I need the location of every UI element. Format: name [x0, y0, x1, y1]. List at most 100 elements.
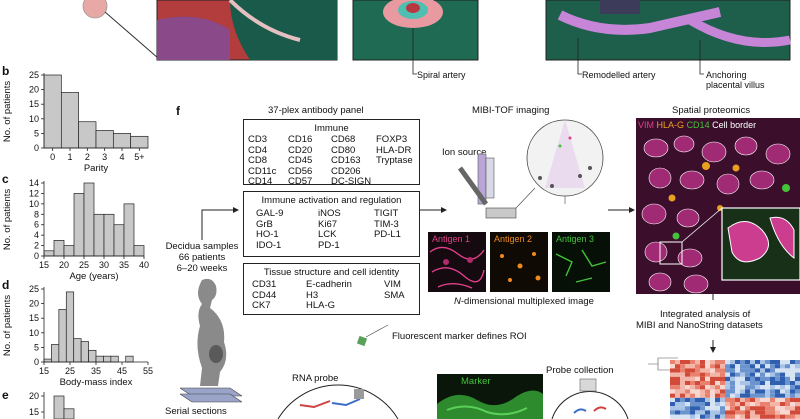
heatmap-cell	[685, 376, 690, 381]
antigen-1-label: Antigen 1	[432, 234, 471, 244]
heatmap-cell	[770, 364, 775, 369]
heatmap-cell	[745, 406, 750, 411]
heatmap-cell	[750, 410, 755, 415]
heatmap-cell	[750, 372, 755, 377]
heatmap-cell	[690, 368, 695, 373]
legend-vim: VIM	[638, 120, 655, 130]
panel-letter-e: e	[2, 388, 9, 402]
legend-cd14: CD14	[686, 120, 710, 130]
heatmap-cell	[735, 364, 740, 369]
x-tick-label: 55	[143, 366, 153, 376]
panel-letter-d: d	[2, 278, 10, 292]
heatmap-cell	[790, 360, 795, 365]
heatmap-cell	[750, 397, 755, 402]
heatmap-cell	[770, 389, 775, 394]
heatmap-cell	[775, 368, 780, 373]
heatmap-cell	[735, 360, 740, 365]
heatmap-cell	[775, 381, 780, 386]
heatmap-cell	[795, 410, 800, 415]
heatmap-cell	[760, 389, 765, 394]
heatmap-cell	[745, 364, 750, 369]
heatmap-cell	[685, 402, 690, 407]
heatmap-cell	[745, 360, 750, 365]
heatmap-cell	[680, 385, 685, 390]
heatmap-cell	[790, 381, 795, 386]
heatmap-cell	[750, 406, 755, 411]
heatmap-cell	[785, 397, 790, 402]
heatmap-cell	[740, 406, 745, 411]
marker-cd31: CD31	[252, 279, 277, 290]
heatmap-cell	[695, 410, 700, 415]
x-tick-label: 30	[99, 260, 109, 270]
heatmap-cell	[675, 368, 680, 373]
heatmap-cell	[745, 389, 750, 394]
antigen-3-label: Antigen 3	[556, 234, 595, 244]
heatmap-cell	[695, 368, 700, 373]
heatmap-cell	[695, 406, 700, 411]
heatmap-cell	[730, 389, 735, 394]
heatmap-cell	[735, 393, 740, 398]
y-tick-label: 2	[34, 241, 39, 251]
heatmap-cell	[725, 406, 730, 411]
heatmap-cell	[740, 410, 745, 415]
multiplex-caption-n: N	[454, 296, 461, 307]
heatmap-cell	[735, 372, 740, 377]
heatmap-cell	[735, 410, 740, 415]
marker-ido-1: IDO-1	[256, 239, 282, 251]
heatmap-cell	[685, 397, 690, 402]
marker-cd3: CD3	[248, 134, 268, 145]
heatmap-cell	[685, 389, 690, 394]
heatmap-cell	[670, 368, 675, 373]
heatmap-cell	[710, 397, 715, 402]
heatmap-cell	[790, 402, 795, 407]
heatmap-cell	[790, 364, 795, 369]
heatmap-cell	[740, 389, 745, 394]
marker-cd8: CD8	[248, 155, 268, 166]
heatmap-cell	[700, 360, 705, 365]
y-tick-label: 6	[34, 220, 39, 230]
heatmap-cell	[730, 381, 735, 386]
y-tick-label: 5	[34, 128, 39, 138]
heatmap-cell	[730, 402, 735, 407]
heatmap-cell	[785, 402, 790, 407]
heatmap-cell	[765, 376, 770, 381]
heatmap-cell	[780, 385, 785, 390]
heatmap-cell	[690, 397, 695, 402]
heatmap-cell	[750, 402, 755, 407]
antigen-3-texture	[555, 249, 607, 283]
activation-grid: GAL-9 GrB HO-1 IDO-1 iNOS Ki67 LCK PD-1 …	[256, 208, 416, 255]
tissue-title: Tissue structure and cell identity	[263, 267, 400, 278]
heatmap-cell	[775, 393, 780, 398]
heatmap-cell	[700, 381, 705, 386]
heatmap-cell	[765, 385, 770, 390]
heatmap-cell	[705, 364, 710, 369]
heatmap-cell	[670, 397, 675, 402]
marker-ck7: CK7	[252, 300, 271, 311]
heatmap-cell	[715, 381, 720, 386]
heatmap-cell	[760, 410, 765, 415]
heatmap-cell	[720, 385, 725, 390]
heatmap-cell	[755, 389, 760, 394]
heatmap-cell	[720, 372, 725, 377]
marker-ho-1: HO-1	[256, 229, 279, 240]
heatmap-cell	[730, 410, 735, 415]
y-tick-label: 25	[29, 70, 39, 80]
heatmap-cell	[795, 406, 800, 411]
marker-foxp3: FOXP3	[376, 134, 408, 145]
heatmap-cell	[790, 385, 795, 390]
heatmap-cell	[670, 410, 675, 415]
heatmap-cell	[755, 364, 760, 369]
heatmap-cell	[775, 402, 780, 407]
heatmap-cell	[780, 360, 785, 365]
heatmap-cell	[715, 406, 720, 411]
y-tick-label: 5	[34, 342, 39, 352]
heatmap-cell	[680, 376, 685, 381]
heatmap-cell	[760, 381, 765, 386]
heatmap-cell	[685, 360, 690, 365]
heatmap-cell	[680, 406, 685, 411]
y-tick-label: 20	[29, 85, 39, 95]
fluorescent-roi: Fluorescent marker defines ROI	[392, 331, 527, 342]
heatmap-cell	[765, 360, 770, 365]
